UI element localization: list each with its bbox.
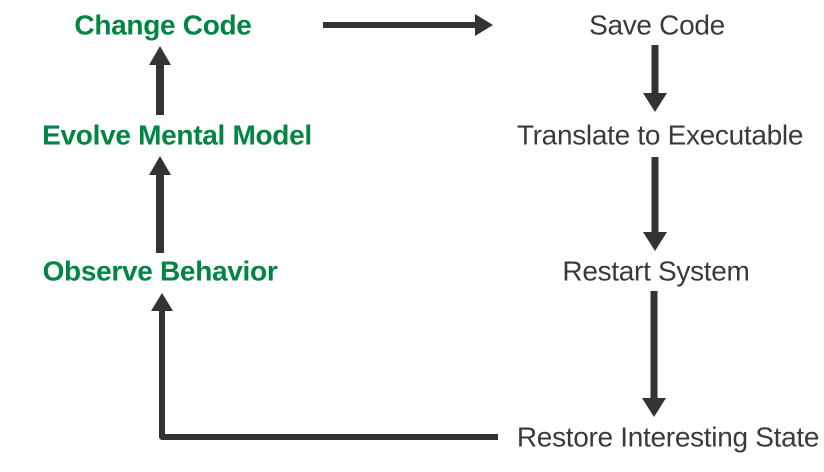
node-restart-system: Restart System <box>562 255 750 287</box>
arrow-save-code-to-translate <box>643 45 667 112</box>
node-change-code: Change Code <box>74 9 252 41</box>
arrow-translate-to-restart-system <box>643 157 667 251</box>
arrow-evolve-mental-model-to-change-code <box>149 46 171 115</box>
node-evolve-mental-model: Evolve Mental Model <box>42 119 312 151</box>
arrow-change-code-to-save-code <box>323 14 493 36</box>
node-restore-interesting-state: Restore Interesting State <box>516 421 820 453</box>
arrow-restore-state-to-observe-behavior <box>151 293 498 440</box>
arrow-restart-system-to-restore-state <box>642 291 666 417</box>
node-observe-behavior: Observe Behavior <box>42 255 278 287</box>
node-translate-to-executable: Translate to Executable <box>516 119 804 151</box>
arrow-observe-behavior-to-evolve-mental-model <box>149 156 171 253</box>
node-save-code: Save Code <box>589 9 725 41</box>
